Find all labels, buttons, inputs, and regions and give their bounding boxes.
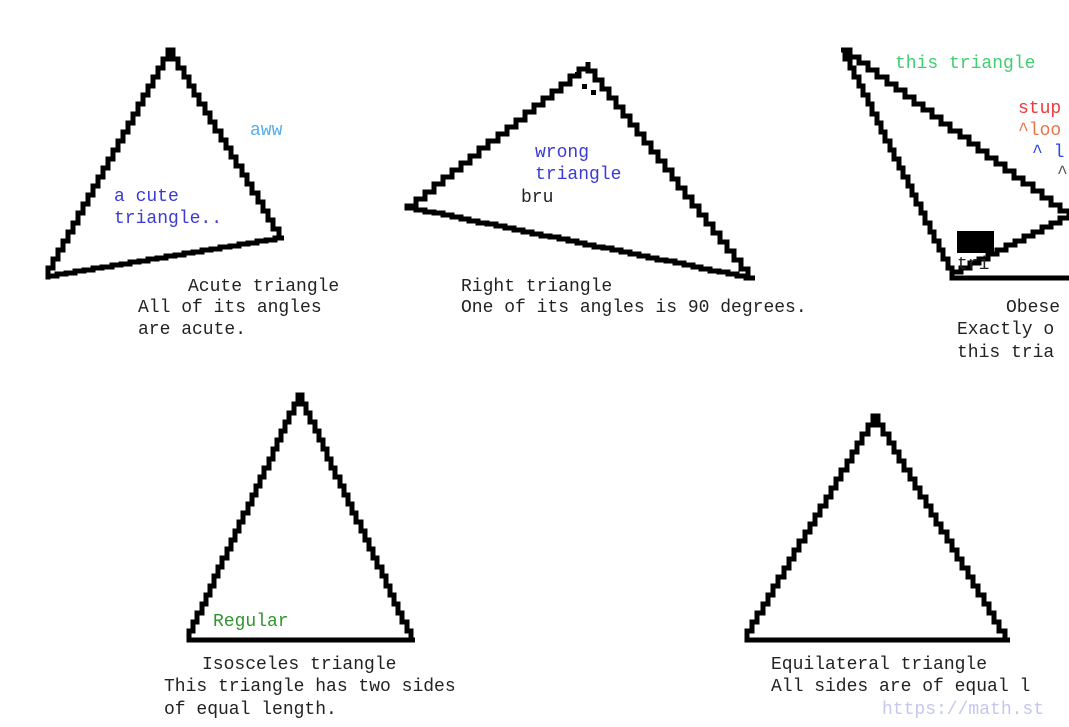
obtuse-desc-line1: Exactly o bbox=[957, 320, 1055, 340]
obtuse-title: Obese bbox=[1006, 298, 1061, 318]
acute-note-cute-line2: triangle.. bbox=[114, 209, 223, 229]
isosceles-desc-line1: This triangle has two sides bbox=[164, 677, 456, 697]
acute-triangle-outline bbox=[45, 47, 284, 280]
acute-desc-line2: are acute. bbox=[138, 320, 247, 340]
obtuse-note-tri: tri bbox=[957, 255, 990, 275]
isosceles-desc-line2: of equal length. bbox=[164, 700, 337, 720]
right-title: Right triangle bbox=[461, 277, 613, 297]
right-note-wrong-line2: triangle bbox=[535, 165, 622, 185]
obtuse-triangle-outline bbox=[841, 47, 1069, 280]
right-note-wrong-line1: wrong bbox=[535, 143, 590, 163]
acute-note-cute-line1: a cute bbox=[114, 187, 179, 207]
source-link[interactable]: https://math.st bbox=[882, 700, 1045, 720]
isosceles-note-regular: Regular bbox=[213, 612, 289, 632]
equilateral-title: Equilateral triangle bbox=[771, 655, 988, 675]
acute-note-aww: aww bbox=[250, 121, 283, 141]
right-note-bru: bru bbox=[521, 188, 554, 208]
equilateral-desc-line1: All sides are of equal l bbox=[771, 677, 1031, 697]
obtuse-note-stup: stup bbox=[1018, 99, 1062, 119]
equilateral-triangle-outline bbox=[744, 413, 1010, 643]
obtuse-desc-line2: this tria bbox=[957, 343, 1055, 363]
obtuse-note-loo: ^loo bbox=[1018, 121, 1062, 141]
right-triangle-outline bbox=[404, 62, 755, 281]
acute-title: Acute triangle bbox=[188, 277, 340, 297]
obtuse-note-caret: ^ bbox=[1057, 164, 1068, 184]
right-apex-mark-1 bbox=[575, 72, 580, 77]
obtuse-note-this-triangle: this triangle bbox=[895, 54, 1036, 74]
acute-desc-line1: All of its angles bbox=[138, 298, 322, 318]
right-apex-mark-3 bbox=[591, 90, 596, 95]
isosceles-title: Isosceles triangle bbox=[202, 655, 397, 675]
isosceles-triangle-outline bbox=[186, 392, 415, 643]
right-apex-mark-2 bbox=[582, 84, 587, 89]
obtuse-note-l: ^ l bbox=[1032, 143, 1065, 163]
right-desc-line1: One of its angles is 90 degrees. bbox=[461, 298, 807, 318]
redaction-block bbox=[957, 231, 994, 253]
